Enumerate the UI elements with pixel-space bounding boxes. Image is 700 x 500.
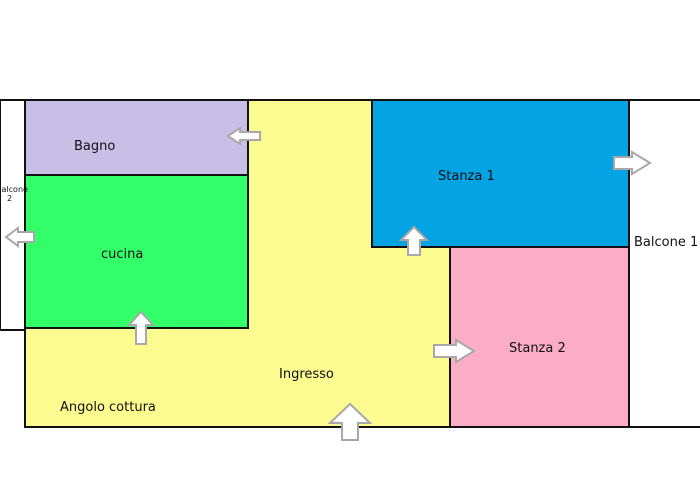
label-balcone-1: Balcone 1 xyxy=(634,235,698,250)
arrow-right-icon xyxy=(613,150,652,176)
arrow-up-icon xyxy=(398,225,430,256)
label-stanza-1: Stanza 1 xyxy=(438,169,495,184)
room-stanza-2 xyxy=(449,246,630,428)
room-bagno xyxy=(24,99,249,176)
label-bagno: Bagno xyxy=(74,139,115,154)
room-cucina xyxy=(24,174,249,329)
balcone-2-area xyxy=(0,99,26,331)
arrow-right-icon xyxy=(433,338,476,364)
balcone-1-area xyxy=(630,99,700,428)
label-cucina: cucina xyxy=(101,247,143,262)
arrow-left-icon xyxy=(226,126,261,146)
label-stanza-2: Stanza 2 xyxy=(509,341,566,356)
label-balcone-2-line1: Balcone xyxy=(0,185,28,194)
label-ingresso: Ingresso xyxy=(279,367,334,382)
arrow-up-icon xyxy=(327,402,373,441)
room-stanza-1 xyxy=(371,99,630,248)
arrow-up-icon xyxy=(126,310,156,345)
label-angolo-cottura: Angolo cottura xyxy=(60,400,156,415)
label-balcone-2-line2: 2 xyxy=(7,194,12,203)
arrow-left-icon xyxy=(4,226,35,248)
